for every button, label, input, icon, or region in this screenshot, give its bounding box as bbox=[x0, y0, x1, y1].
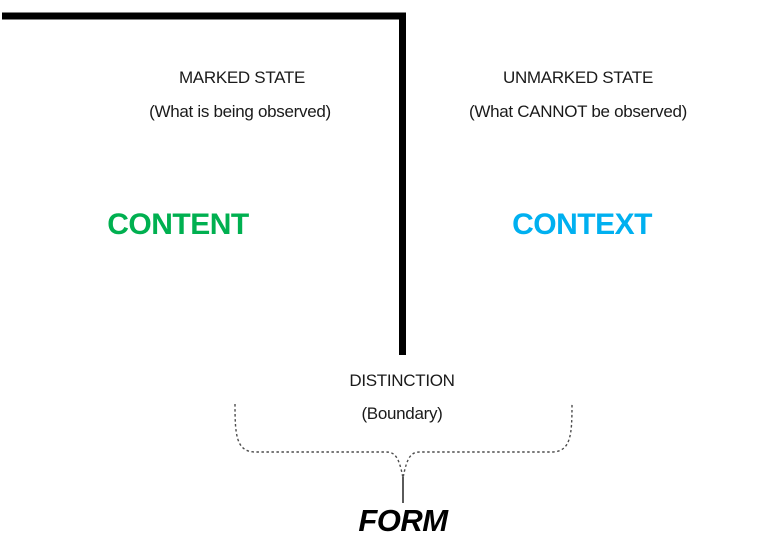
form-label: FORM bbox=[358, 503, 448, 538]
unmarked-state-description: (What CANNOT be observed) bbox=[469, 102, 687, 121]
marked-state-description: (What is being observed) bbox=[149, 102, 331, 121]
mark-of-distinction-line bbox=[2, 12, 406, 355]
unmarked-state-label: UNMARKED STATE bbox=[502, 68, 654, 87]
boundary-description: (Boundary) bbox=[361, 404, 443, 423]
marked-state-label: MARKED STATE bbox=[178, 68, 306, 87]
content-term-label: CONTENT bbox=[107, 208, 249, 241]
distinction-label: DISTINCTION bbox=[349, 371, 455, 390]
context-term-label: CONTEXT bbox=[512, 208, 652, 241]
